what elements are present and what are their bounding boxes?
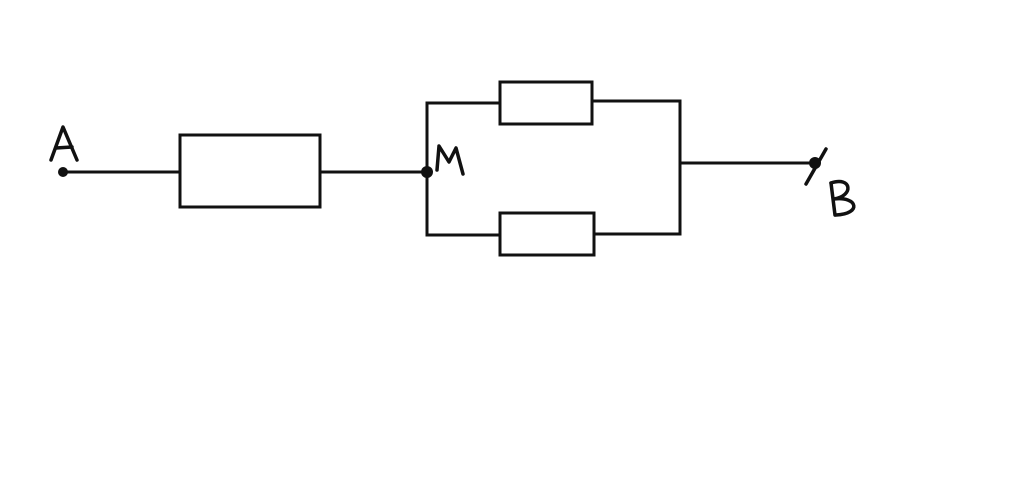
terminal-b-tick [804, 147, 828, 186]
resistor-parallel-bottom [498, 211, 596, 257]
resistor-parallel-top [498, 80, 594, 126]
label-a: A [49, 125, 79, 162]
node-m-dot [421, 166, 433, 178]
label-m: M [435, 144, 465, 176]
label-a-text: A [63, 138, 64, 141]
terminal-a-dot [58, 167, 68, 177]
resistor-series [178, 133, 322, 209]
label-b: B [829, 179, 856, 217]
label-m-text: M [449, 159, 450, 161]
